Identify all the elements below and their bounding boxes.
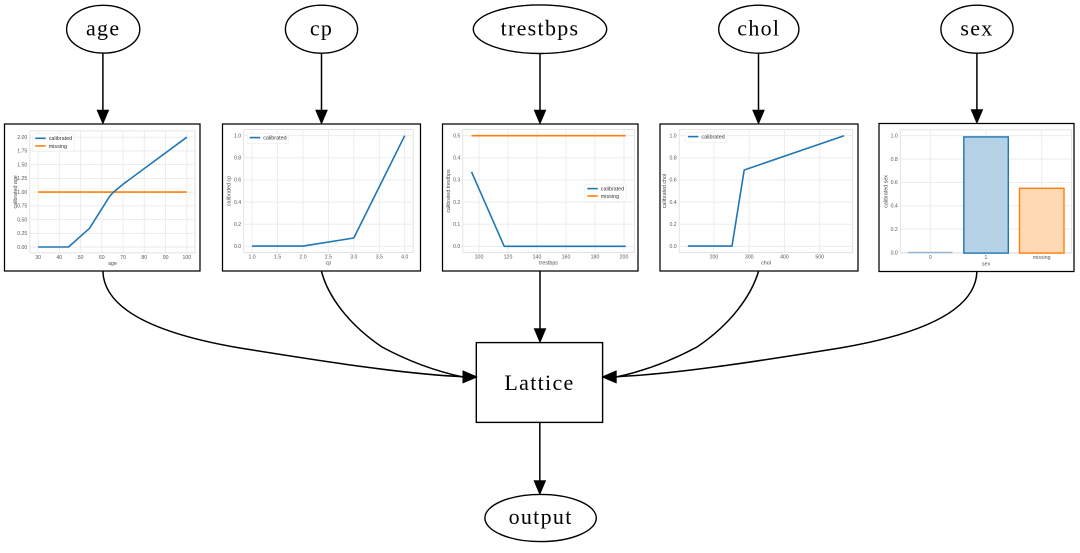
svg-text:1.5: 1.5 [274, 254, 281, 260]
svg-text:30: 30 [35, 255, 41, 261]
svg-text:calibrated trestbps: calibrated trestbps [446, 169, 452, 213]
svg-text:80: 80 [141, 255, 147, 261]
svg-text:missing: missing [601, 194, 619, 200]
svg-text:300: 300 [745, 254, 754, 260]
svg-text:0.4: 0.4 [669, 200, 676, 206]
svg-text:output: output [509, 504, 573, 529]
svg-text:0.4: 0.4 [891, 204, 898, 210]
svg-text:3.0: 3.0 [350, 254, 357, 260]
svg-text:0.4: 0.4 [453, 156, 460, 162]
svg-text:100: 100 [182, 255, 191, 261]
svg-text:0.25: 0.25 [17, 231, 27, 237]
svg-text:40: 40 [56, 255, 62, 261]
svg-text:calibrated: calibrated [601, 187, 624, 193]
svg-text:calibrated: calibrated [49, 136, 72, 142]
svg-text:200: 200 [620, 254, 629, 260]
svg-text:calibrated: calibrated [263, 136, 286, 142]
svg-text:0.5: 0.5 [453, 134, 460, 140]
svg-text:cp: cp [326, 261, 332, 267]
svg-text:0.4: 0.4 [234, 200, 241, 206]
svg-text:0.0: 0.0 [669, 244, 676, 250]
svg-text:0.2: 0.2 [891, 227, 898, 233]
svg-text:1: 1 [985, 255, 988, 261]
svg-text:trestbps: trestbps [501, 15, 580, 40]
svg-text:400: 400 [780, 254, 789, 260]
svg-text:1.50: 1.50 [17, 162, 27, 168]
svg-text:cp: cp [310, 15, 333, 40]
svg-text:sex: sex [960, 15, 993, 40]
svg-text:140: 140 [533, 254, 542, 260]
svg-text:0.2: 0.2 [234, 222, 241, 228]
svg-text:120: 120 [504, 254, 513, 260]
svg-text:180: 180 [591, 254, 600, 260]
svg-text:chol: chol [761, 261, 771, 267]
svg-text:1.25: 1.25 [17, 176, 27, 182]
svg-text:0: 0 [929, 255, 932, 261]
svg-text:90: 90 [163, 255, 169, 261]
svg-text:4.0: 4.0 [401, 254, 408, 260]
svg-text:0.00: 0.00 [17, 245, 27, 251]
svg-text:chol: chol [737, 15, 780, 40]
svg-text:2.0: 2.0 [299, 254, 306, 260]
svg-text:sex: sex [982, 261, 991, 267]
svg-text:calibrated: calibrated [701, 135, 724, 141]
svg-text:0.6: 0.6 [891, 180, 898, 186]
svg-text:70: 70 [120, 255, 126, 261]
svg-text:0.50: 0.50 [17, 217, 27, 223]
svg-text:0.6: 0.6 [669, 178, 676, 184]
svg-text:missing: missing [49, 144, 67, 150]
svg-text:0.8: 0.8 [891, 157, 898, 163]
svg-text:0.2: 0.2 [453, 200, 460, 206]
svg-text:500: 500 [815, 254, 824, 260]
svg-text:calibrated chol: calibrated chol [662, 174, 668, 208]
svg-text:160: 160 [562, 254, 571, 260]
svg-text:60: 60 [99, 255, 105, 261]
svg-text:calibrated sex: calibrated sex [883, 175, 889, 208]
svg-text:0.8: 0.8 [669, 156, 676, 162]
svg-text:50: 50 [78, 255, 84, 261]
svg-text:1.75: 1.75 [17, 149, 27, 155]
svg-text:0.2: 0.2 [669, 222, 676, 228]
svg-text:0.0: 0.0 [234, 244, 241, 250]
svg-text:age: age [86, 15, 120, 40]
svg-text:Lattice: Lattice [504, 370, 574, 395]
svg-text:trestbps: trestbps [539, 261, 558, 267]
svg-text:200: 200 [710, 254, 719, 260]
svg-text:1.0: 1.0 [669, 134, 676, 140]
svg-text:100: 100 [475, 254, 484, 260]
svg-text:2.5: 2.5 [325, 254, 332, 260]
svg-text:0.75: 0.75 [17, 204, 27, 210]
svg-text:1.0: 1.0 [248, 254, 255, 260]
svg-text:1.0: 1.0 [891, 134, 898, 140]
svg-text:calibrated cp: calibrated cp [227, 176, 233, 206]
svg-text:calibrated age: calibrated age [13, 175, 19, 208]
svg-text:missing: missing [1033, 255, 1051, 261]
svg-text:3.5: 3.5 [376, 254, 383, 260]
svg-text:1.0: 1.0 [234, 134, 241, 140]
svg-text:0.0: 0.0 [891, 250, 898, 256]
svg-text:0.0: 0.0 [453, 244, 460, 250]
svg-text:0.1: 0.1 [453, 222, 460, 228]
svg-text:2.00: 2.00 [17, 135, 27, 141]
svg-text:0.3: 0.3 [453, 178, 460, 184]
svg-text:0.6: 0.6 [234, 178, 241, 184]
svg-text:0.8: 0.8 [234, 156, 241, 162]
svg-text:age: age [108, 261, 117, 267]
svg-text:1.00: 1.00 [17, 190, 27, 196]
